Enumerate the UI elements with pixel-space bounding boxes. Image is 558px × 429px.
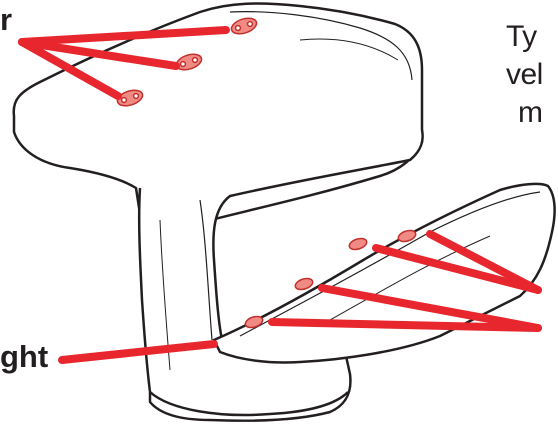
label-bottom-text: ght — [0, 339, 48, 374]
caption-line-2: vel — [506, 56, 558, 94]
label-bottom: ght — [0, 339, 58, 379]
caption-text: Ty vel m — [506, 18, 558, 132]
label-top: r — [0, 2, 13, 42]
label-top-text: r — [0, 2, 12, 37]
caption-line-1: Ty — [506, 18, 558, 56]
anchor-bottom-2 — [348, 236, 368, 251]
caption-line-3: m — [506, 94, 558, 132]
